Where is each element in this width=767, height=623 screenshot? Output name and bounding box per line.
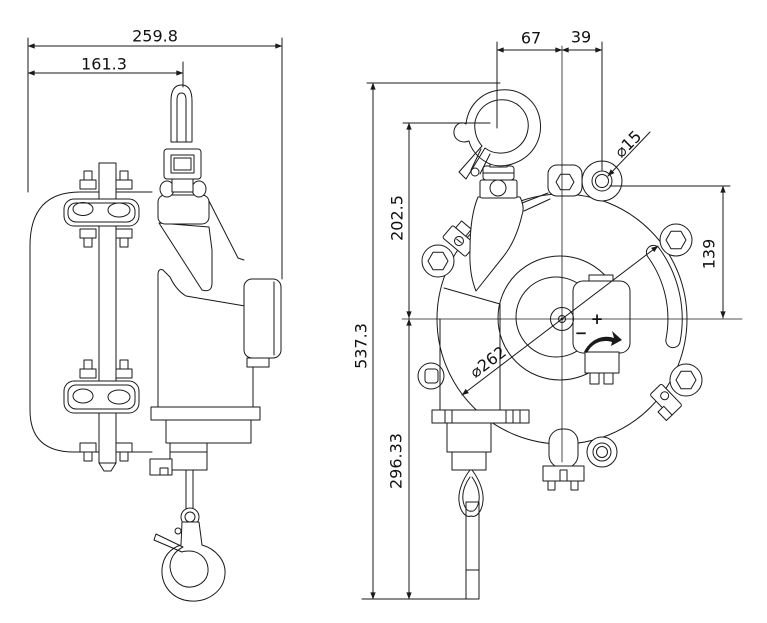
tension-plus-marker: + — [590, 310, 604, 328]
mount-hole — [595, 174, 609, 188]
dimension-lines — [27, 37, 743, 600]
bottom-lug — [542, 428, 585, 491]
top-hook-side — [159, 84, 207, 198]
bottom-clamp — [63, 359, 140, 462]
housing-slab — [29, 191, 153, 453]
cable-side — [185, 469, 194, 511]
flat-face — [431, 287, 530, 471]
body-edge — [208, 200, 245, 261]
neck-block — [157, 194, 210, 225]
worm-block — [584, 351, 620, 374]
clamp-tab-lower-right — [650, 383, 682, 422]
side-body — [149, 194, 282, 476]
hook-bar — [465, 501, 480, 600]
side-view — [29, 84, 282, 602]
dim-center-to-hook-bottom: 296.33 — [386, 433, 406, 489]
dim-overall-height: 537.3 — [351, 323, 371, 369]
dim-hook-eye-to-center: 202.5 — [387, 195, 407, 241]
base-plate — [150, 406, 261, 421]
rear-cover — [243, 278, 282, 359]
kidney-slot — [645, 244, 683, 349]
cable-outlet-side — [169, 442, 208, 471]
hook-blade — [170, 84, 193, 143]
wire-loop — [458, 469, 484, 517]
dim-hook-center-from-left: 161.3 — [81, 54, 127, 74]
dim-drum-center-to-hole: 39 — [570, 27, 592, 47]
tension-minus-marker: − — [574, 324, 588, 342]
lower-body — [157, 269, 254, 408]
bottom-hook-side — [153, 469, 226, 602]
safety-latch — [470, 148, 491, 175]
dim-overall-width: 259.8 — [132, 26, 178, 46]
rib — [158, 222, 213, 292]
front-neck — [469, 196, 524, 292]
dim-hole-to-center-vertical: 139 — [699, 238, 719, 270]
front-view — [417, 89, 703, 600]
bottom-hook-front — [458, 469, 484, 600]
dim-hook-to-drum-center: 67 — [520, 28, 542, 48]
top-clamp — [63, 170, 140, 248]
